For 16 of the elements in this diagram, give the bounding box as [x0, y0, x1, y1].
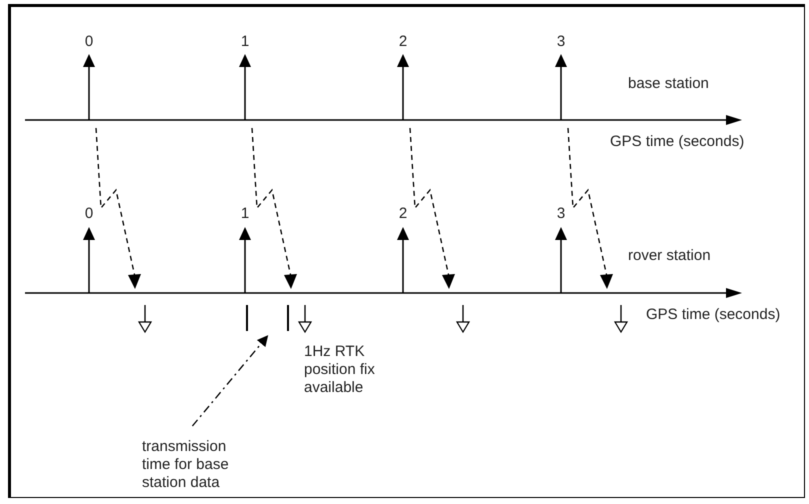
epoch-number: 0 — [84, 205, 94, 223]
epoch-number: 3 — [556, 205, 566, 223]
annotation-text: transmission time for base station data — [142, 438, 254, 492]
leader-arrow — [192, 335, 268, 426]
axis-label: GPS time (seconds) — [610, 133, 744, 151]
epoch-number: 1 — [240, 205, 250, 223]
axis-label: rover station — [628, 247, 711, 265]
note-text: 1Hz RTK position fix available — [304, 343, 376, 397]
epoch-number: 1 — [240, 33, 250, 51]
axis-label: base station — [628, 75, 709, 93]
interval-marker — [246, 305, 289, 331]
epoch-number: 2 — [398, 205, 408, 223]
epoch-number: 0 — [84, 33, 94, 51]
epoch-number: 2 — [398, 33, 408, 51]
axis-label: GPS time (seconds) — [646, 306, 780, 324]
epoch-number: 3 — [556, 33, 566, 51]
